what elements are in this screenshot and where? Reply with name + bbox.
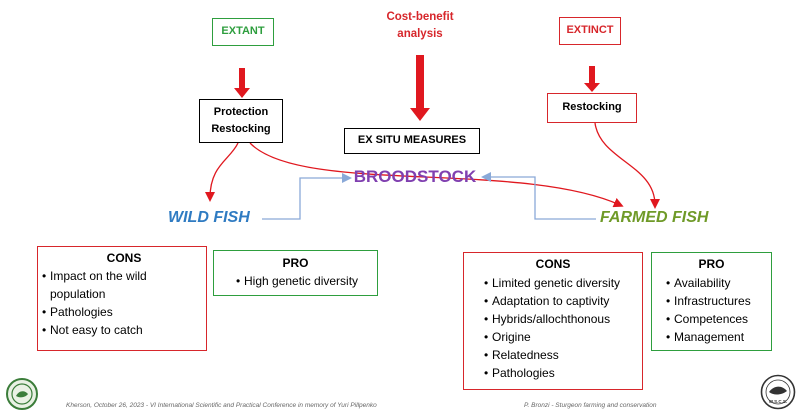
extant-box: EXTANT — [212, 18, 274, 46]
farmed-cons-list: Limited genetic diversity Adaptation to … — [484, 274, 642, 382]
wild-pro-title: PRO — [282, 256, 309, 270]
list-item: Competences — [666, 310, 771, 328]
list-item: Not easy to catch — [42, 321, 206, 339]
wild-fish-label: WILD FISH — [168, 209, 250, 226]
ex-situ-box: EX SITU MEASURES — [344, 128, 480, 154]
extant-label: EXTANT — [221, 25, 265, 37]
farmed-pro-title: PRO — [698, 257, 725, 271]
list-item: Limited genetic diversity — [484, 274, 642, 292]
wild-to-broodstock-arrow — [262, 173, 352, 220]
broodstock-label: BROODSTOCK — [353, 167, 477, 186]
wild-cons-title: CONS — [106, 251, 142, 265]
wscs-logo-icon: W.S.C.S. — [760, 374, 796, 410]
list-item: Management — [666, 328, 771, 346]
protection-line1: Protection — [213, 106, 269, 118]
restocking-box: Restocking — [547, 93, 637, 123]
list-item: Infrastructures — [666, 292, 771, 310]
list-item: Adaptation to captivity — [484, 292, 642, 310]
cost-benefit-label: Cost-benefit analysis — [360, 9, 480, 43]
footer-right-text: P. Bronzi - Sturgeon farming and conserv… — [524, 402, 657, 409]
list-item: Pathologies — [484, 364, 642, 382]
list-item: Hybrids/allochthonous — [484, 310, 642, 328]
farmed-to-broodstock-arrow — [481, 172, 596, 220]
restocking-label: Restocking — [562, 101, 622, 113]
list-item: Pathologies — [42, 303, 206, 321]
farmed-fish-label: FARMED FISH — [600, 209, 709, 226]
wild-cons-list: Impact on the wild population Pathologie… — [42, 267, 206, 339]
cost-benefit-down-arrow — [410, 55, 430, 121]
cost-benefit-line2: analysis — [397, 28, 443, 40]
list-item: population — [50, 287, 106, 301]
list-item: Relatedness — [484, 346, 642, 364]
farmed-cons-title: CONS — [535, 257, 571, 271]
footer-left-text: Kherson, October 26, 2023 - VI Internati… — [66, 402, 377, 409]
extinct-down-arrow — [584, 66, 600, 92]
list-item: Impact on the wild — [42, 267, 206, 285]
protection-line2: Restocking — [211, 123, 271, 135]
left-logo-icon — [6, 378, 38, 410]
farmed-pro-list: Availability Infrastructures Competences… — [666, 274, 771, 346]
protection-to-wild-arrow — [205, 142, 239, 202]
extant-down-arrow — [234, 68, 250, 98]
list-item: Origine — [484, 328, 642, 346]
extinct-label: EXTINCT — [566, 24, 614, 36]
protection-restocking-box: Protection Restocking — [199, 99, 283, 143]
ex-situ-label: EX SITU MEASURES — [357, 134, 467, 146]
protection-to-farmed-arrow — [249, 142, 624, 208]
farmed-pro-box: PRO Availability Infrastructures Compete… — [651, 252, 772, 351]
list-item: Availability — [666, 274, 771, 292]
extinct-box: EXTINCT — [559, 17, 621, 45]
wild-cons-box: CONS Impact on the wild population Patho… — [37, 246, 207, 351]
wild-pro-list: High genetic diversity — [236, 272, 377, 290]
wild-pro-box: PRO High genetic diversity — [213, 250, 378, 296]
list-item: High genetic diversity — [236, 272, 377, 290]
cost-benefit-line1: Cost-benefit — [386, 11, 454, 23]
farmed-cons-box: CONS Limited genetic diversity Adaptatio… — [463, 252, 643, 390]
restocking-to-farmed-arrow — [594, 122, 660, 209]
wscs-logo-text: W.S.C.S. — [768, 399, 788, 404]
